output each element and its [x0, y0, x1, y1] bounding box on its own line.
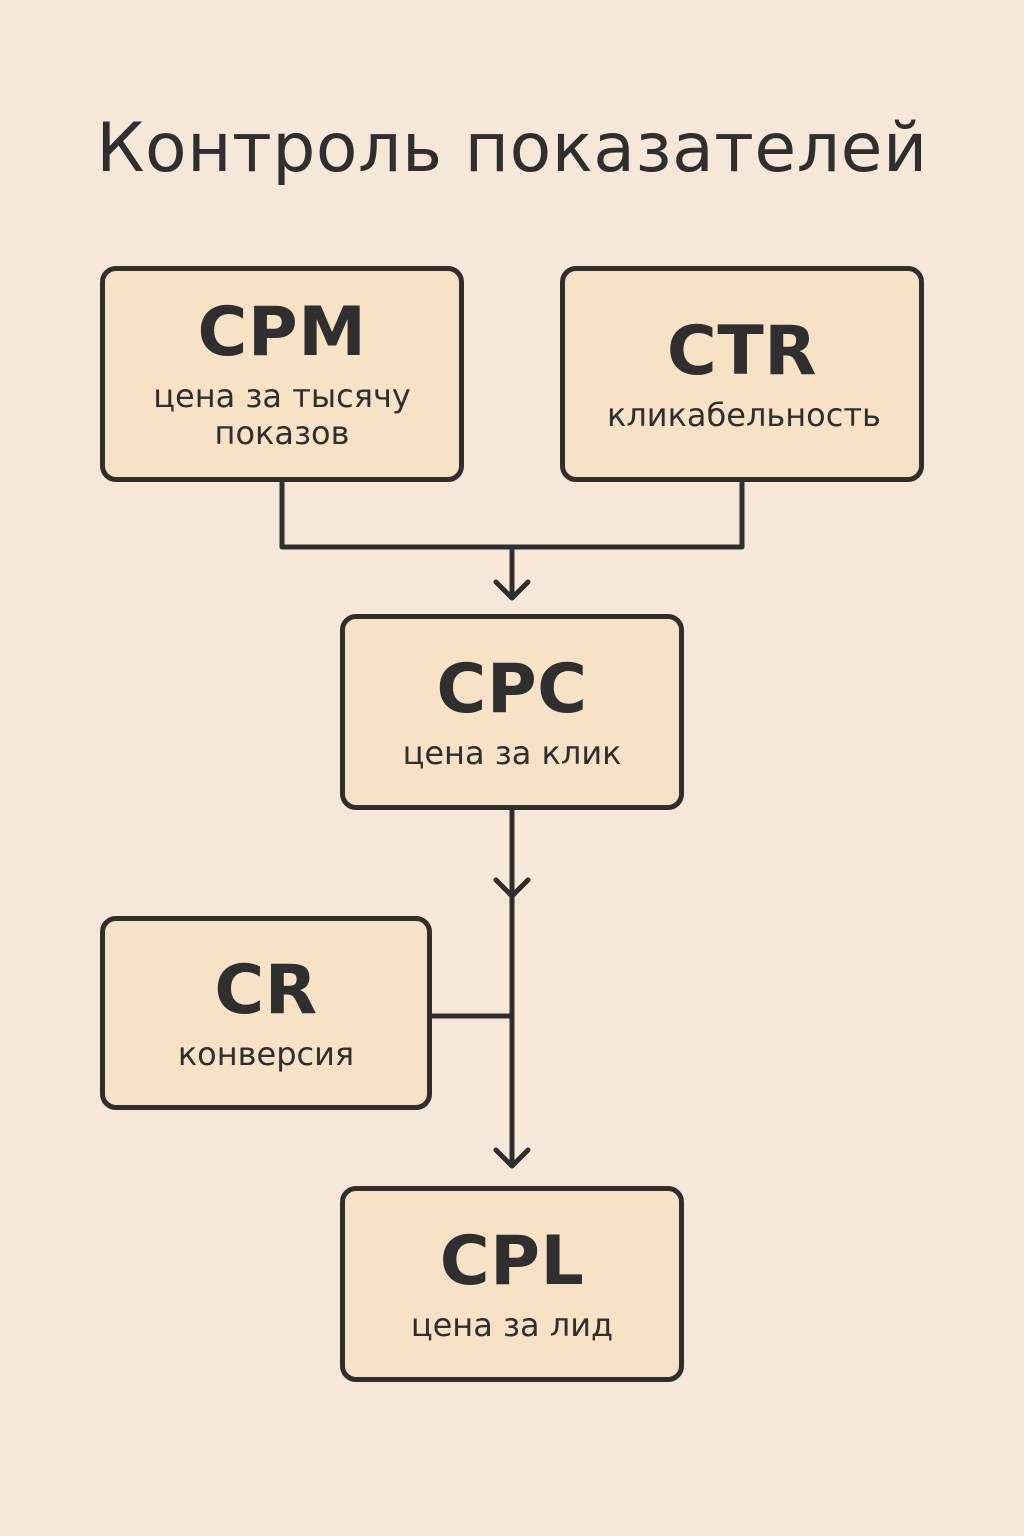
metric-desc-cr: конверсия [177, 1034, 355, 1073]
metric-box-cpc: CPC цена за клик [340, 614, 684, 810]
metric-abbr-cpm: CPM [197, 293, 367, 372]
cpm-to-cpc-connector [279, 479, 515, 550]
metric-abbr-cpl: CPL [439, 1221, 585, 1301]
metric-box-cpl: CPL цена за лид [340, 1186, 684, 1382]
metric-desc-cpm: цена за тысячу показов [153, 377, 411, 452]
metric-desc-cpl: цена за лид [410, 1305, 614, 1344]
cpc-down-arrow-head-icon [493, 877, 531, 899]
metric-desc-ctr: кликабельность [607, 395, 881, 434]
metric-abbr-cr: CR [214, 950, 318, 1030]
cpl-arrow-head-icon [493, 1147, 531, 1169]
cpc-cpc-arrow-head-icon [493, 579, 531, 601]
metric-box-cpm: CPM цена за тысячу показов [100, 266, 464, 482]
metric-abbr-cpc: CPC [436, 649, 588, 729]
metric-abbr-ctr: CTR [666, 311, 818, 391]
metric-desc-cpc: цена за клик [402, 733, 622, 772]
ctr-to-cpc-connector [509, 479, 745, 550]
metric-box-ctr: CTR кликабельность [560, 266, 924, 482]
page-title: Контроль показателей [96, 109, 928, 188]
metric-box-cr: CR конверсия [100, 916, 432, 1110]
